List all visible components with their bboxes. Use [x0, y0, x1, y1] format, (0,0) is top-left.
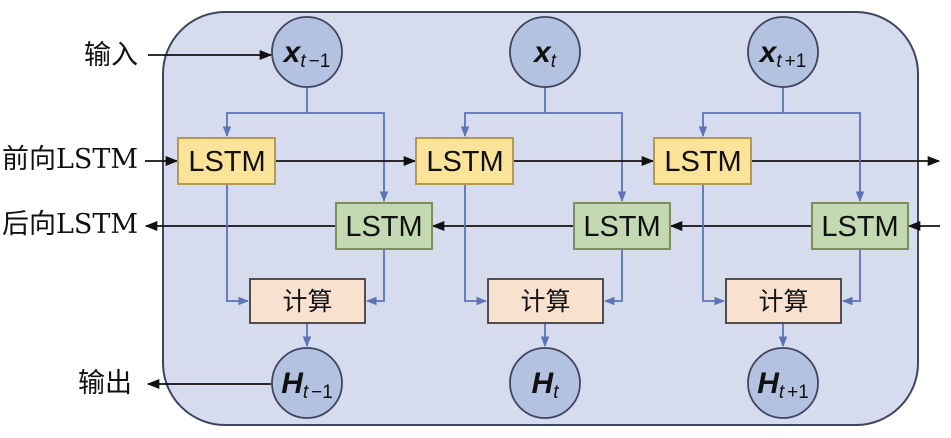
output-node [747, 347, 819, 419]
forward-to-calc-link [464, 184, 488, 306]
calc-box [725, 278, 842, 324]
output-node-label: Ht+1 [757, 367, 809, 403]
output-node [509, 347, 581, 419]
calc-box [249, 278, 366, 324]
backward-to-calc-link [603, 249, 623, 306]
backward-lstm-text: LSTM [821, 211, 898, 243]
backward-lstm-text: LSTM [345, 211, 422, 243]
input-to-backward-link [545, 112, 627, 203]
input-node-label: xt+1 [758, 36, 807, 72]
calc-text: 计算 [282, 287, 332, 316]
forward-to-calc-link [226, 184, 250, 306]
output-label: 输出 [78, 368, 132, 399]
forward-lstm-label: 前向LSTM [2, 144, 138, 175]
input-node [271, 16, 343, 88]
forward-lstm-text: LSTM [664, 146, 741, 178]
backward-to-calc-link [365, 249, 385, 306]
backward-to-calc-link [841, 249, 861, 306]
forward-lstm-box [415, 137, 514, 185]
input-to-backward-link [783, 112, 865, 203]
input-node-label: xt [532, 36, 557, 72]
backward-lstm-box [573, 202, 671, 250]
backward-lstm-box [811, 202, 909, 250]
backward-lstm-box [335, 202, 433, 250]
calc-text: 计算 [758, 287, 808, 316]
output-node [271, 347, 343, 419]
forward-lstm-box [177, 137, 276, 185]
forward-lstm-text: LSTM [188, 146, 265, 178]
input-to-forward-link [222, 87, 308, 138]
forward-lstm-box [653, 137, 752, 185]
input-to-forward-link [698, 87, 784, 138]
forward-lstm-text: LSTM [426, 146, 503, 178]
input-to-forward-link [460, 87, 546, 138]
calc-text: 计算 [520, 287, 570, 316]
calc-box [487, 278, 604, 324]
input-node [747, 16, 819, 88]
forward-to-calc-link [702, 184, 726, 306]
input-to-backward-link [307, 112, 389, 203]
input-label: 输入 [84, 40, 138, 71]
input-node [509, 16, 581, 88]
backward-lstm-label: 后向LSTM [2, 209, 138, 240]
backward-lstm-text: LSTM [583, 211, 660, 243]
input-node-label: xt−1 [282, 36, 331, 72]
output-node-label: Ht−1 [281, 367, 333, 403]
output-node-label: Ht [532, 367, 560, 403]
